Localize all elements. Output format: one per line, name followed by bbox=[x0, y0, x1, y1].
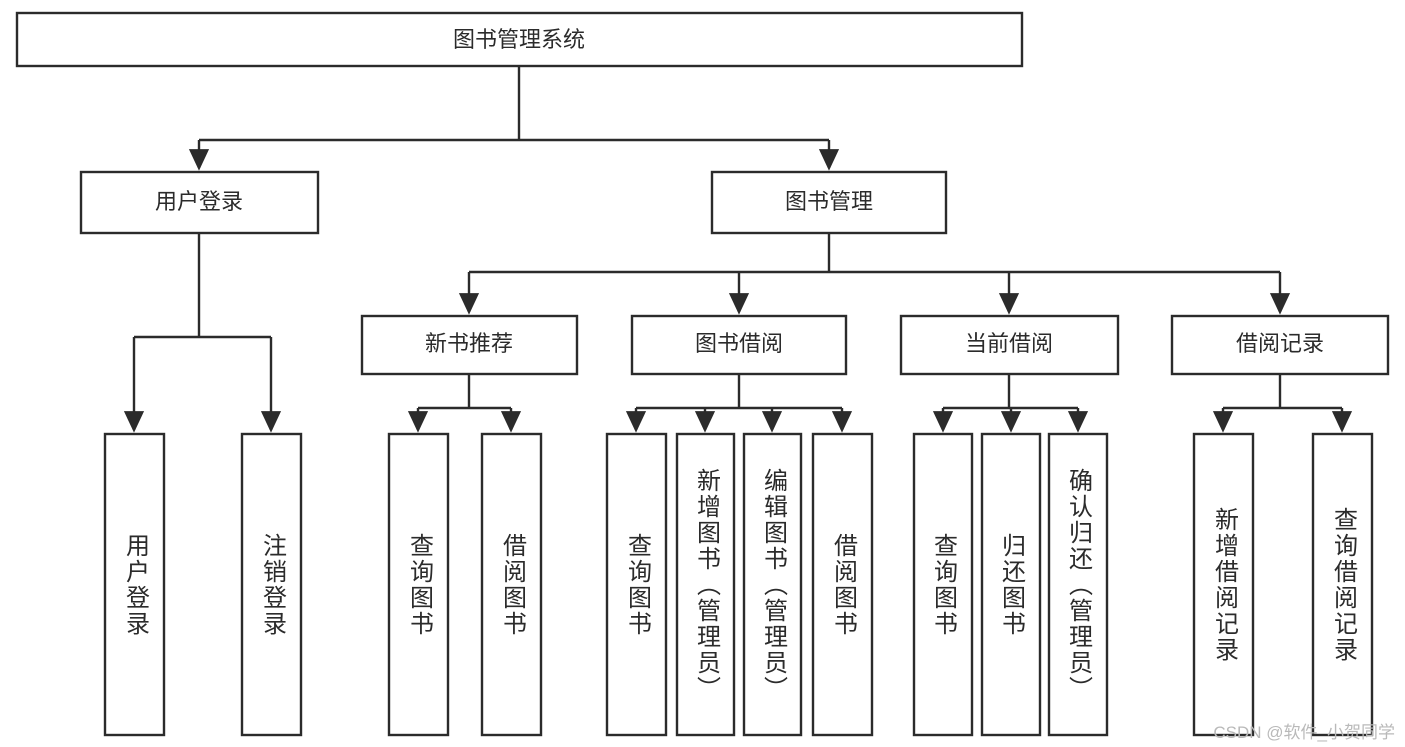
leaf-borrow-book-1[interactable]: 借阅图书 bbox=[480, 432, 543, 737]
leaf-confirm-return-label: 确认归还（管理员） bbox=[1065, 468, 1093, 702]
node-book-management-box[interactable] bbox=[710, 170, 948, 235]
leaf-return-book-box[interactable] bbox=[980, 432, 1042, 737]
leaf-query-record-label: 查询借阅记录 bbox=[1330, 507, 1358, 663]
leaf-add-book-box[interactable] bbox=[675, 432, 736, 737]
leaf-logout-box[interactable] bbox=[240, 432, 303, 737]
node-root-box[interactable] bbox=[15, 11, 1024, 68]
node-user-login-box[interactable] bbox=[79, 170, 320, 235]
leaf-add-book-label: 新增图书（管理员） bbox=[693, 468, 721, 702]
leaf-user-login-box[interactable] bbox=[103, 432, 166, 737]
node-current-borrow[interactable]: 当前借阅 bbox=[899, 314, 1120, 376]
leaf-borrow-book-2-box[interactable] bbox=[811, 432, 874, 737]
leaf-return-book[interactable]: 归还图书 bbox=[980, 432, 1042, 737]
leaf-user-login[interactable]: 用户登录 bbox=[103, 432, 166, 737]
leaf-logout-label: 注销登录 bbox=[259, 533, 287, 637]
leaf-borrow-book-2[interactable]: 借阅图书 bbox=[811, 432, 874, 737]
leaf-logout[interactable]: 注销登录 bbox=[240, 432, 303, 737]
leaf-return-book-label: 归还图书 bbox=[998, 533, 1026, 637]
node-book-borrow-box[interactable] bbox=[630, 314, 848, 376]
node-borrow-record-box[interactable] bbox=[1170, 314, 1390, 376]
node-new-book-recommend-label: 新书推荐 bbox=[425, 331, 513, 356]
leaf-edit-book[interactable]: 编辑图书（管理员） bbox=[742, 432, 803, 737]
node-user-login-label: 用户登录 bbox=[155, 189, 243, 214]
leaf-query-book-3-label: 查询图书 bbox=[930, 533, 958, 637]
leaf-query-book-1-label: 查询图书 bbox=[406, 533, 434, 637]
leaf-edit-book-box[interactable] bbox=[742, 432, 803, 737]
leaf-add-book[interactable]: 新增图书（管理员） bbox=[675, 432, 736, 737]
node-new-book-recommend[interactable]: 新书推荐 bbox=[360, 314, 579, 376]
node-root-label: 图书管理系统 bbox=[453, 27, 585, 52]
leaf-borrow-book-2-label: 借阅图书 bbox=[830, 533, 858, 637]
node-book-borrow-label: 图书借阅 bbox=[695, 331, 783, 356]
leaf-query-book-2-box[interactable] bbox=[605, 432, 668, 737]
node-book-management[interactable]: 图书管理 bbox=[710, 170, 948, 235]
leaf-query-book-2[interactable]: 查询图书 bbox=[605, 432, 668, 737]
node-current-borrow-label: 当前借阅 bbox=[965, 331, 1053, 356]
leaf-query-record[interactable]: 查询借阅记录 bbox=[1311, 432, 1374, 737]
leaf-add-record-label: 新增借阅记录 bbox=[1211, 507, 1239, 663]
node-current-borrow-box[interactable] bbox=[899, 314, 1120, 376]
leaf-query-book-2-label: 查询图书 bbox=[624, 533, 652, 637]
leaf-add-record-box[interactable] bbox=[1192, 432, 1255, 737]
connectors bbox=[123, 66, 1353, 433]
leaf-edit-book-label: 编辑图书（管理员） bbox=[760, 468, 788, 702]
leaf-borrow-book-1-label: 借阅图书 bbox=[499, 533, 527, 637]
csdn-watermark: CSDN @软件_小贺同学 bbox=[1213, 723, 1395, 742]
leaf-add-record[interactable]: 新增借阅记录 bbox=[1192, 432, 1255, 737]
leaf-confirm-return-box[interactable] bbox=[1047, 432, 1109, 737]
leaf-user-login-label: 用户登录 bbox=[122, 533, 150, 637]
node-root[interactable]: 图书管理系统 bbox=[15, 11, 1024, 68]
node-borrow-record-label: 借阅记录 bbox=[1236, 331, 1324, 356]
node-book-management-label: 图书管理 bbox=[785, 189, 873, 214]
leaf-query-book-1-box[interactable] bbox=[387, 432, 450, 737]
node-borrow-record[interactable]: 借阅记录 bbox=[1170, 314, 1390, 376]
leaf-query-record-box[interactable] bbox=[1311, 432, 1374, 737]
leaf-borrow-book-1-box[interactable] bbox=[480, 432, 543, 737]
node-user-login[interactable]: 用户登录 bbox=[79, 170, 320, 235]
node-book-borrow[interactable]: 图书借阅 bbox=[630, 314, 848, 376]
leaf-confirm-return[interactable]: 确认归还（管理员） bbox=[1047, 432, 1109, 737]
leaf-query-book-3-box[interactable] bbox=[912, 432, 974, 737]
leaf-query-book-3[interactable]: 查询图书 bbox=[912, 432, 974, 737]
leaf-query-book-1[interactable]: 查询图书 bbox=[387, 432, 450, 737]
node-new-book-recommend-box[interactable] bbox=[360, 314, 579, 376]
